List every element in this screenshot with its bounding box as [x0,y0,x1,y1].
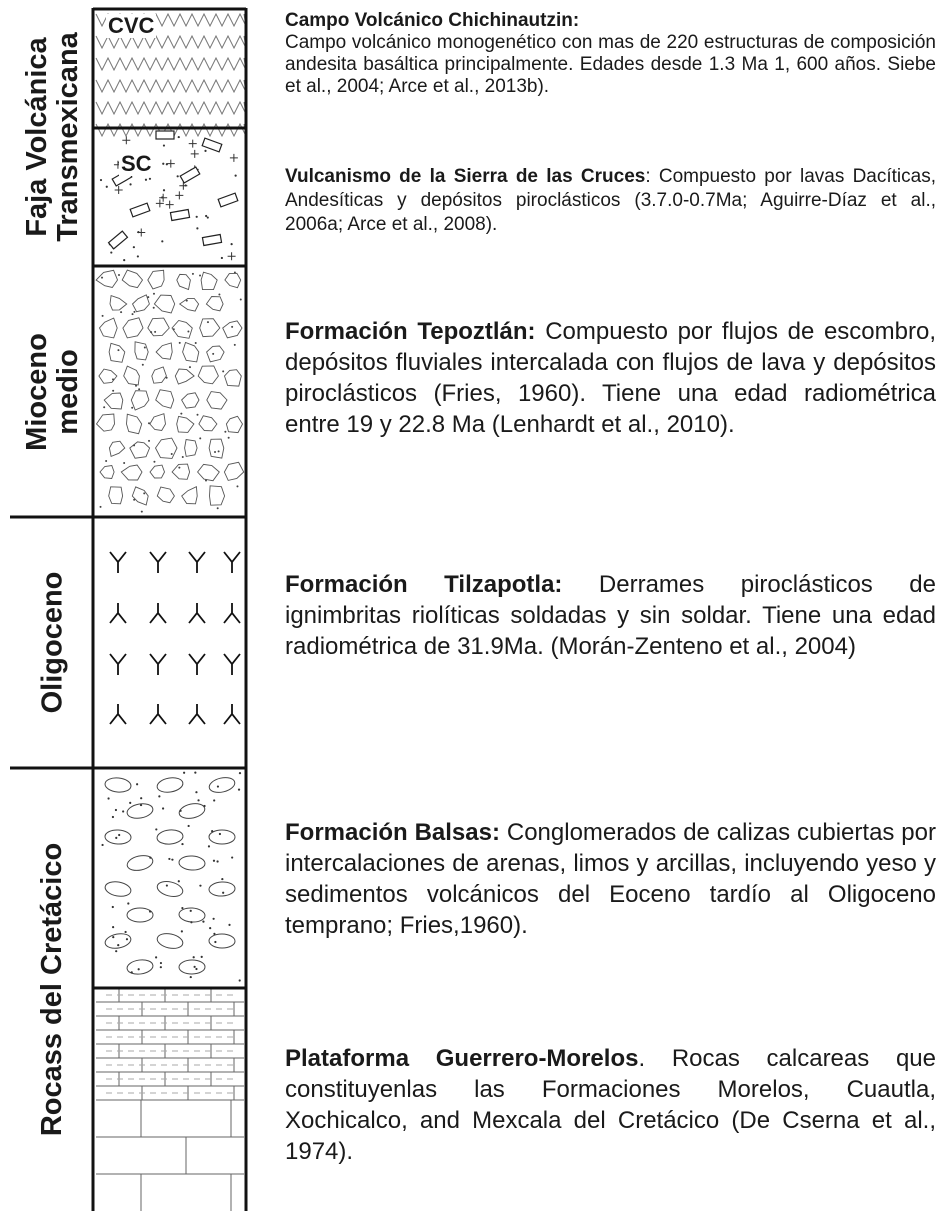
description-title: Vulcanismo de la Sierra de las Cruces [285,166,646,187]
description-text: . Rocas calcareas que constituyenlas las… [285,1045,936,1165]
description-title: Formación Balsas: [285,819,500,846]
description-text: Derrames piroclásticos de ignimbritas ri… [285,571,936,660]
description-title: Formación Tepoztlán: [285,318,536,345]
unit-label-sc: SC [119,151,154,176]
description-title: Formación Tilzapotla: [285,571,563,598]
description-guerrero-morelos: Plataforma Guerrero-Morelos. Rocas calca… [285,1043,936,1167]
description-text: Conglomerados de calizas cubiertas por i… [285,819,936,939]
age-label-cretacico: Rocass del Cretácico [36,842,69,1137]
description-title: Campo Volcánico Chichinautzin: [285,10,580,31]
description-text: : Compuesto por lavas Dacíticas, Andesít… [285,166,936,235]
unit-label-cvc: CVC [106,13,157,38]
description-tilzapotla: Formación Tilzapotla: Derrames piroclást… [285,569,936,662]
description-balsas: Formación Balsas: Conglomerados de caliz… [285,817,936,941]
description-sierra-cruces: Vulcanismo de la Sierra de las Cruces: C… [285,165,936,237]
description-title: Plataforma Guerrero-Morelos [285,1045,639,1072]
description-chichinautzin: Campo Volcánico Chichinautzin:Campo volc… [285,10,936,98]
description-text: Compuesto por flujos de escombro, depósi… [285,318,936,438]
description-text: Campo volcánico monogenético con mas de … [285,32,936,97]
description-tepoztlan: Formación Tepoztlán: Compuesto por flujo… [285,316,936,440]
age-label-oligoceno: Oligoceno [36,571,69,714]
